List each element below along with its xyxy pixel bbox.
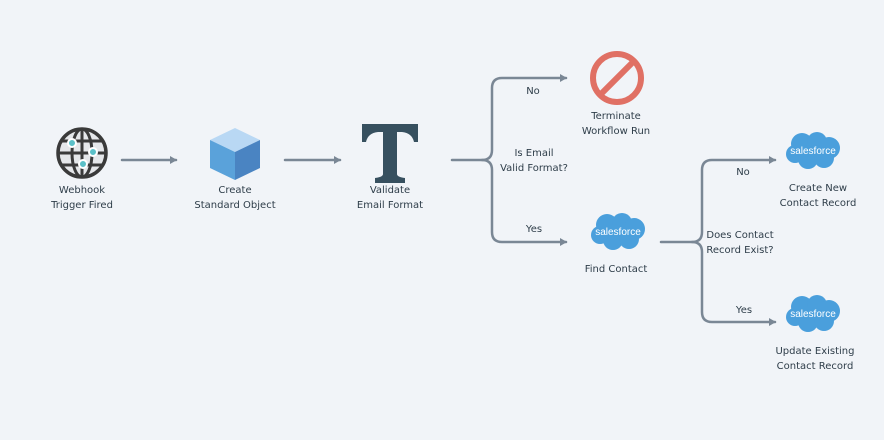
branch-contact-yes-label: Yes [735,305,753,316]
webhook-label-line1: Webhook [58,185,106,196]
branch-contact-question-line2: Record Exist? [706,245,774,256]
update-contact-label: Update Existing Contact Record [775,344,854,374]
branch-email-question: Is Email Valid Format? [500,146,568,176]
salesforce-icon: salesforce [786,132,840,169]
terminate-node[interactable] [589,50,645,110]
branch-email-question-line1: Is Email [514,148,554,159]
validate-label: Validate Email Format [357,183,423,213]
create-object-label-line2: Standard Object [194,200,276,211]
create-object-label: Create Standard Object [194,183,275,213]
terminate-label-line1: Terminate [591,111,641,122]
create-contact-label-line2: Contact Record [779,198,857,209]
find-contact-label-line1: Find Contact [584,264,648,275]
branch-contact-yes [690,240,777,326]
cube-icon [210,128,260,180]
branch-contact-question-line1: Does Contact [706,230,774,241]
salesforce-logo-text: salesforce [790,146,836,157]
text-t-icon [362,124,418,183]
prohibited-icon [590,51,644,105]
salesforce-logo-text: salesforce [790,309,836,320]
create-contact-node[interactable]: salesforce [784,131,842,175]
terminate-label-line2: Workflow Run [581,126,651,137]
find-contact-label: Find Contact [585,262,648,277]
branch-email-yes-label: Yes [525,224,543,235]
validate-node[interactable] [361,124,419,188]
validate-label-line1: Validate [369,185,411,196]
terminate-label: Terminate Workflow Run [582,109,650,139]
globe-icon [56,127,108,179]
find-contact-node[interactable]: salesforce [589,212,647,256]
salesforce-logo-text: salesforce [595,227,641,238]
create-contact-label: Create New Contact Record [780,181,857,211]
validate-label-line2: Email Format [356,200,424,211]
branch-email-question-line2: Valid Format? [500,163,568,174]
create-contact-label-line1: Create New [788,183,848,194]
update-contact-node[interactable]: salesforce [784,294,842,338]
branch-contact-no-label: No [736,167,750,178]
salesforce-icon: salesforce [591,213,645,250]
branch-email-yes [480,158,568,246]
update-contact-label-line2: Contact Record [776,361,854,372]
webhook-label-line2: Trigger Fired [51,200,113,211]
branch-email-no-label: No [526,86,540,97]
webhook-node[interactable] [55,126,109,184]
create-object-node[interactable] [207,126,263,186]
create-object-label-line1: Create [218,185,252,196]
salesforce-icon: salesforce [786,295,840,332]
webhook-label: Webhook Trigger Fired [51,183,113,213]
branch-contact-question: Does Contact Record Exist? [706,228,773,258]
update-contact-label-line1: Update Existing [775,346,855,357]
